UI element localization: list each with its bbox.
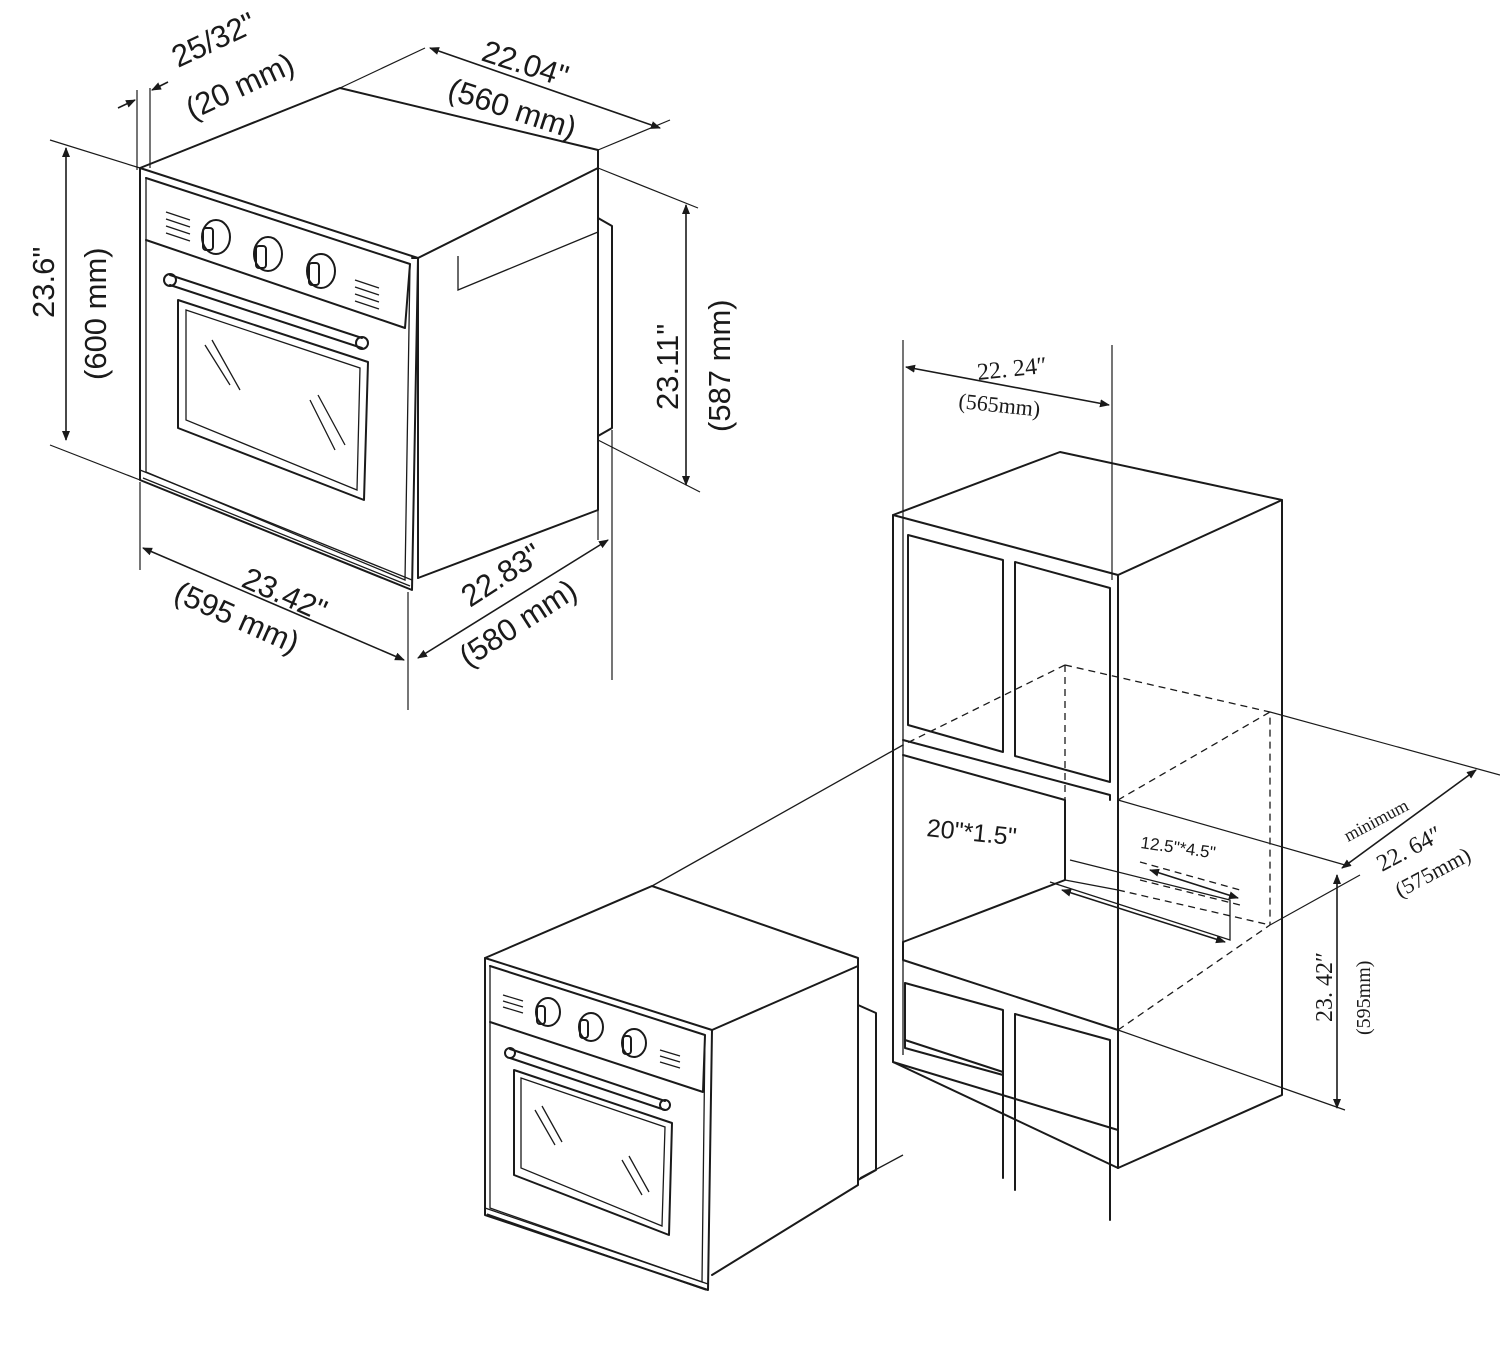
cutout-height-in-label: 23. 42″ bbox=[1312, 952, 1338, 1022]
oven-window bbox=[177, 299, 369, 501]
vent-opening-label: 20"*1.5" bbox=[925, 814, 1017, 851]
body-height-mm-label: (587 mm) bbox=[702, 299, 737, 432]
control-knob-icon bbox=[201, 219, 231, 255]
cabinet-dimension-lines bbox=[902, 340, 1500, 1111]
inner-vent-label: 12.5"*4.5" bbox=[1139, 833, 1216, 862]
oven-dimension-view bbox=[139, 87, 613, 591]
vent-grille-icon bbox=[659, 1049, 681, 1069]
control-knob-icon bbox=[306, 253, 336, 289]
cutout-width-mm-label: (565mm) bbox=[957, 388, 1041, 421]
cutout-height-mm-label: (595mm) bbox=[1353, 961, 1375, 1035]
oven-install-view bbox=[484, 885, 877, 1291]
control-knob-icon bbox=[578, 1012, 604, 1042]
door-handle-icon bbox=[504, 1047, 671, 1111]
insertion-guide-lines bbox=[651, 744, 904, 1179]
door-handle-icon bbox=[163, 273, 369, 350]
height-in-label: 23.6" bbox=[26, 247, 61, 318]
control-knob-icon bbox=[535, 997, 561, 1027]
control-knob-icon bbox=[253, 236, 283, 272]
vent-grille-icon bbox=[165, 211, 191, 242]
control-knob-icon bbox=[621, 1028, 647, 1058]
body-height-in-label: 23.11" bbox=[650, 324, 685, 410]
oven-dimension-labels: 25/32" (20 mm) 22.04" (560 mm) 23.6" (60… bbox=[26, 5, 737, 674]
height-mm-label: (600 mm) bbox=[78, 247, 113, 380]
oven-window bbox=[513, 1069, 673, 1236]
vent-grille-icon bbox=[502, 994, 524, 1014]
vent-grille-icon bbox=[354, 279, 380, 310]
oven-dimension-lines bbox=[49, 47, 701, 710]
cutout-width-in-label: 22. 24″ bbox=[976, 353, 1048, 386]
cutout-depth-note-label: minimum bbox=[1340, 795, 1411, 846]
